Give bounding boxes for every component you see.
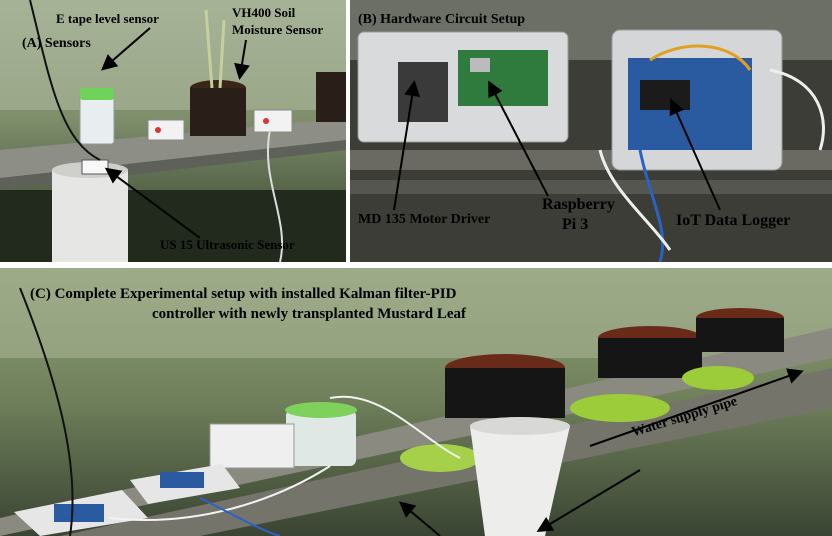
vh400-label-line1: VH400 Soil	[232, 5, 296, 20]
vh400-label-line2: Moisture Sensor	[232, 22, 324, 37]
panel-b-hardware-photo: (B) Hardware Circuit Setup MD 135 Motor …	[350, 0, 832, 262]
panel-b-photo	[350, 0, 832, 262]
panel-c-title-line1: (C) Complete Experimental setup with ins…	[30, 286, 457, 302]
iot-data-logger-label: IoT Data Logger	[676, 212, 791, 229]
e-tape-sensor-label: E tape level sensor	[56, 11, 159, 26]
panel-a-sensors-photo: (A) Sensors E tape level sensor VH400 So…	[0, 0, 346, 262]
panel-a-photo	[0, 0, 346, 262]
panel-c-experimental-setup-photo: (C) Complete Experimental setup with ins…	[0, 268, 832, 536]
us15-label: US 15 Ultrasonic Sensor	[160, 237, 295, 252]
panel-b-title: (B) Hardware Circuit Setup	[358, 12, 526, 27]
raspberry-pi-label-line2: Pi 3	[562, 216, 589, 233]
panel-c-title-line2: controller with newly transplanted Musta…	[152, 306, 467, 322]
raspberry-pi-label-line1: Raspberry	[542, 196, 615, 213]
motor-driver-label: MD 135 Motor Driver	[358, 212, 491, 227]
panel-a-title: (A) Sensors	[22, 36, 91, 51]
